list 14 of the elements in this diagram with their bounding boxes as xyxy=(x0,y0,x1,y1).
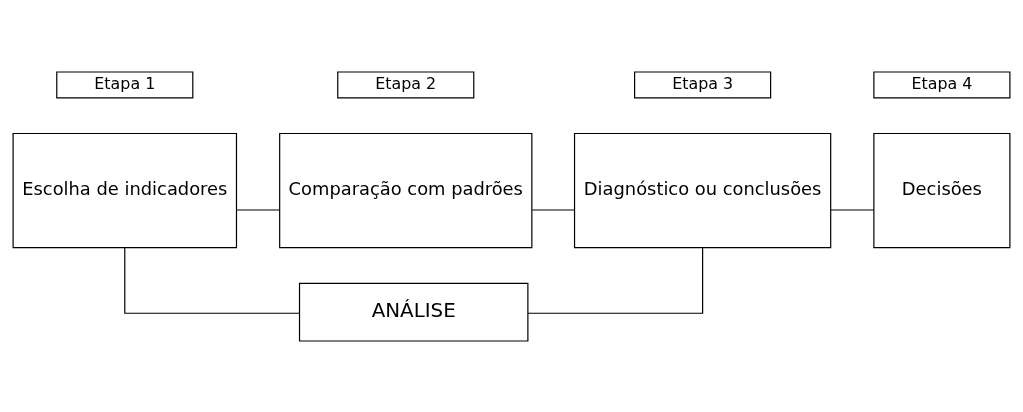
node-box: Etapa 2 xyxy=(337,70,475,98)
connector xyxy=(531,208,576,211)
node-box: Etapa 1 xyxy=(56,70,194,98)
connector xyxy=(527,246,704,314)
node-box: ANÁLISE xyxy=(298,282,529,342)
connector xyxy=(124,246,301,314)
node-box: Etapa 3 xyxy=(634,70,772,98)
node-box: Decisões xyxy=(873,132,1011,248)
node-box: Comparação com padrões xyxy=(279,132,533,248)
node-box: Escolha de indicadores xyxy=(12,132,238,248)
connector xyxy=(236,208,281,211)
connector xyxy=(830,208,875,211)
node-box: Etapa 4 xyxy=(873,70,1011,98)
node-box: Diagnóstico ou conclusões xyxy=(573,132,832,248)
